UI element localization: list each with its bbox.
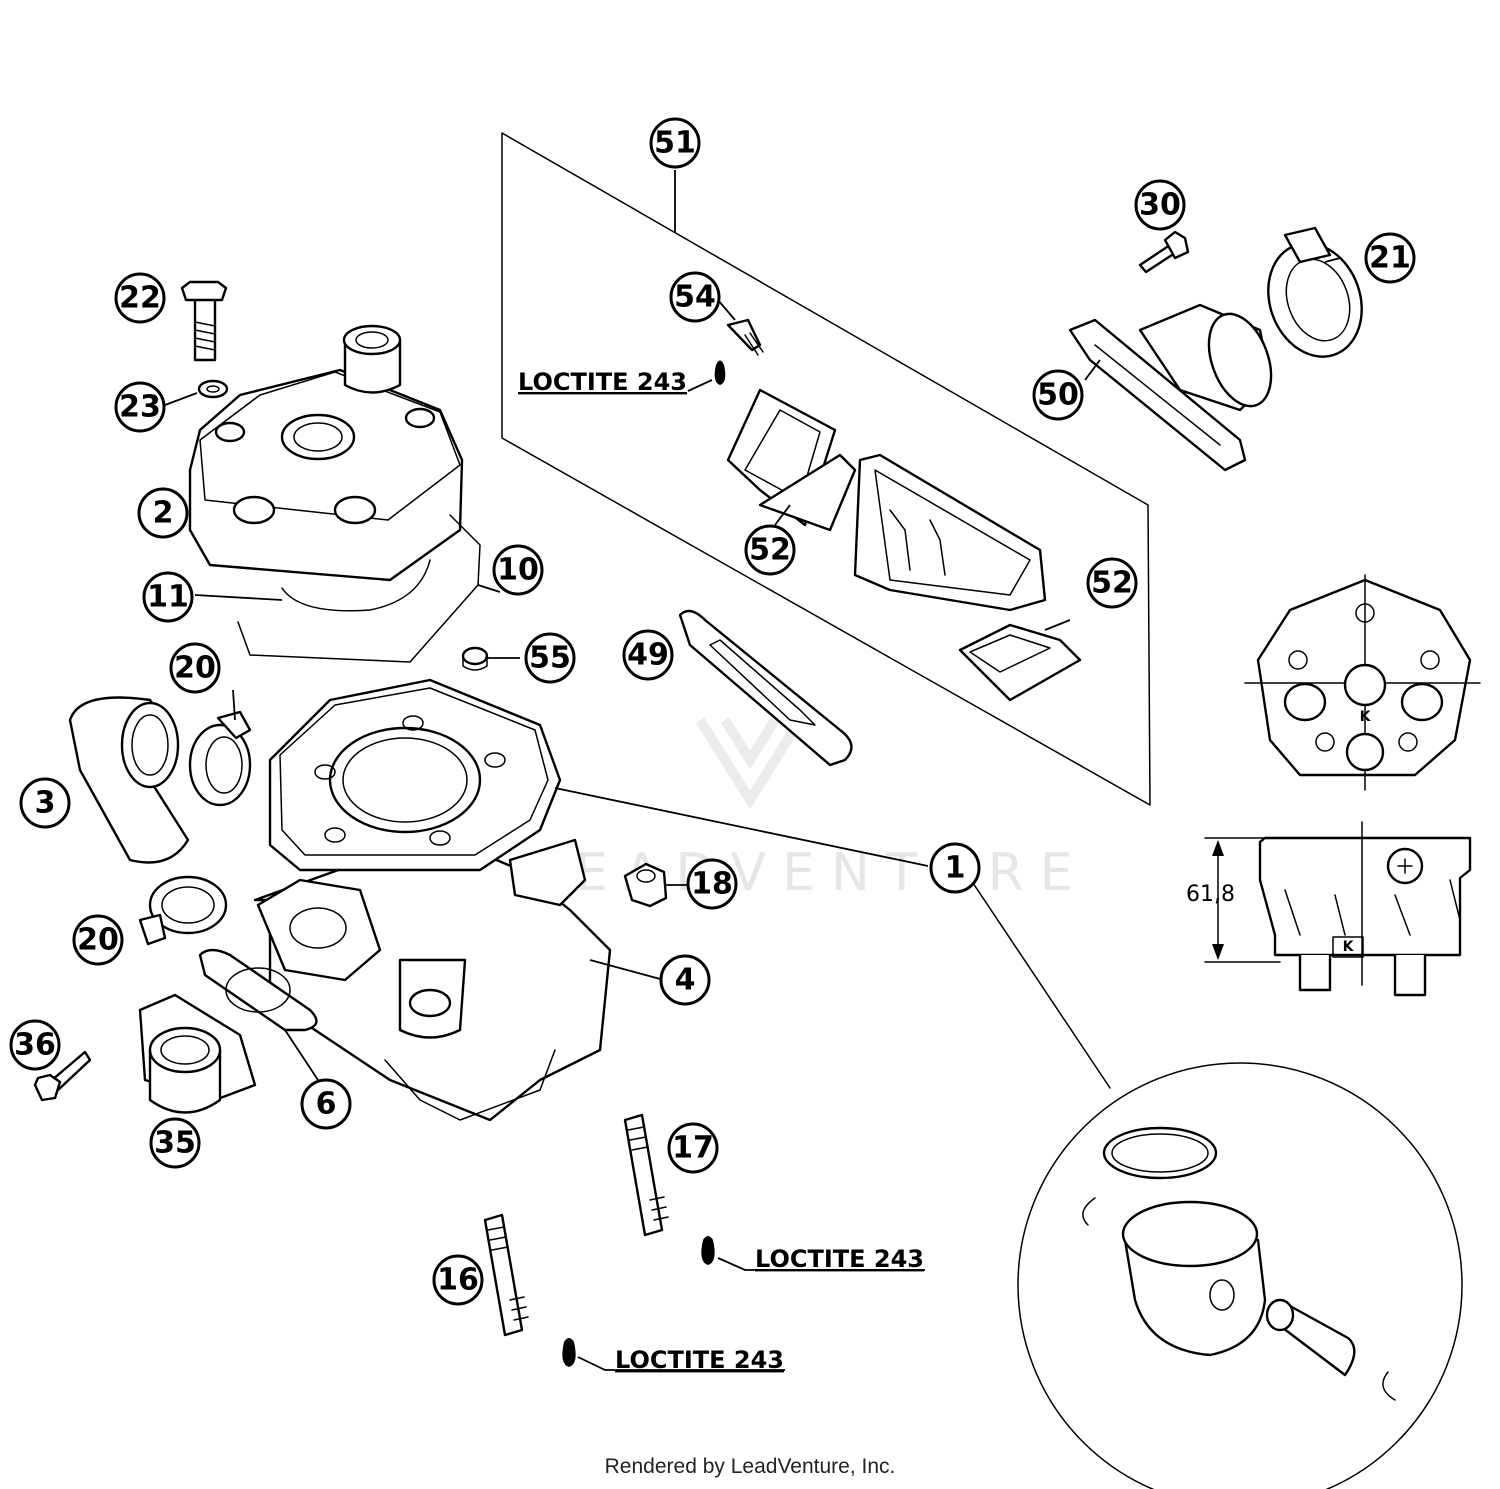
flange-bolt-36 xyxy=(33,1050,92,1102)
reed-screw-54 xyxy=(714,318,764,385)
callout-21[interactable]: 21 xyxy=(1364,232,1416,284)
callout-54[interactable]: 54 xyxy=(669,271,721,323)
svg-text:18: 18 xyxy=(691,867,733,902)
svg-text:35: 35 xyxy=(154,1126,196,1161)
svg-text:3: 3 xyxy=(35,786,56,821)
leader-lines xyxy=(164,170,1341,1371)
callout-52-lower[interactable]: 52 xyxy=(1086,557,1138,609)
callout-23[interactable]: 23 xyxy=(114,381,166,433)
svg-text:50: 50 xyxy=(1037,378,1079,413)
callout-55[interactable]: 55 xyxy=(524,632,576,684)
nut-18 xyxy=(623,862,668,908)
svg-text:36: 36 xyxy=(14,1028,56,1063)
callout-49[interactable]: 49 xyxy=(622,629,674,681)
svg-text:11: 11 xyxy=(147,580,189,615)
svg-text:10: 10 xyxy=(497,553,539,588)
svg-text:49: 49 xyxy=(627,638,669,673)
stud-17 xyxy=(623,1113,715,1265)
callout-52-upper[interactable]: 52 xyxy=(744,524,796,576)
svg-text:4: 4 xyxy=(675,963,696,998)
cylinder xyxy=(253,678,612,1122)
head-side-view: K 61,8 xyxy=(1186,821,1472,997)
callout-18[interactable]: 18 xyxy=(686,858,738,910)
cylinder-head xyxy=(188,324,464,582)
intake-clamp xyxy=(1267,226,1363,358)
svg-text:6: 6 xyxy=(316,1087,337,1122)
intake-gasket-49 xyxy=(678,609,853,767)
callout-17[interactable]: 17 xyxy=(667,1122,719,1174)
callout-36[interactable]: 36 xyxy=(9,1019,61,1071)
head-bolt xyxy=(180,280,228,362)
callout-6[interactable]: 6 xyxy=(300,1078,352,1130)
stud-16 xyxy=(483,1213,576,1367)
loctite-label-stud-17: LOCTITE 243 xyxy=(755,1245,924,1273)
manifold-screw-30 xyxy=(1138,230,1190,274)
hose-clamp-upper xyxy=(188,710,252,807)
intake-manifold xyxy=(1068,303,1273,472)
svg-text:54: 54 xyxy=(674,280,716,315)
svg-text:52: 52 xyxy=(749,533,791,568)
svg-text:20: 20 xyxy=(174,651,216,686)
svg-text:52: 52 xyxy=(1091,566,1133,601)
svg-text:17: 17 xyxy=(672,1131,714,1166)
watermark: LEADVENTURE xyxy=(530,717,1089,903)
callout-16[interactable]: 16 xyxy=(432,1254,484,1306)
piston-detail xyxy=(972,882,1463,1489)
callout-3[interactable]: 3 xyxy=(19,777,71,829)
callout-50[interactable]: 50 xyxy=(1032,369,1084,421)
svg-text:2: 2 xyxy=(153,496,174,531)
svg-text:16: 16 xyxy=(437,1263,479,1298)
footer-credit: Rendered by LeadVenture, Inc. xyxy=(604,1455,896,1478)
head-top-view: K xyxy=(1244,574,1481,791)
callout-22[interactable]: 22 xyxy=(114,272,166,324)
svg-text:20: 20 xyxy=(77,923,119,958)
reed-petal-upper xyxy=(726,388,857,532)
exhaust-gasket xyxy=(198,948,318,1032)
loctite-label-reed: LOCTITE 243 xyxy=(518,368,687,396)
dimension-label: 61,8 xyxy=(1186,882,1235,907)
loctite-label-stud-16: LOCTITE 243 xyxy=(615,1346,784,1374)
svg-text:1: 1 xyxy=(945,851,966,886)
svg-text:51: 51 xyxy=(654,126,696,161)
svg-text:22: 22 xyxy=(119,281,161,316)
svg-text:21: 21 xyxy=(1369,241,1411,276)
reed-valve-frame xyxy=(501,132,1151,806)
callout-51[interactable]: 51 xyxy=(649,117,701,169)
svg-text:30: 30 xyxy=(1139,188,1181,223)
hose-clamp-lower xyxy=(138,875,228,946)
callout-30[interactable]: 30 xyxy=(1134,179,1186,231)
callout-20-upper[interactable]: 20 xyxy=(169,642,221,694)
reed-petal-lower xyxy=(958,623,1082,702)
svg-text:23: 23 xyxy=(119,390,161,425)
reed-block xyxy=(853,453,1047,612)
k-mark-side: K xyxy=(1343,939,1355,955)
callout-10[interactable]: 10 xyxy=(492,544,544,596)
head-gasket-oring xyxy=(237,514,481,663)
callout-1[interactable]: 1 xyxy=(929,842,981,894)
callout-11[interactable]: 11 xyxy=(142,571,194,623)
exhaust-flange xyxy=(138,993,257,1114)
watermark-text: LEADVENTURE xyxy=(530,843,1089,903)
callout-2[interactable]: 2 xyxy=(137,487,189,539)
k-mark-top: K xyxy=(1360,709,1372,725)
water-hose xyxy=(68,696,190,864)
svg-text:55: 55 xyxy=(529,641,571,676)
head-washer xyxy=(197,379,229,399)
callout-35[interactable]: 35 xyxy=(149,1117,201,1169)
dowel-55 xyxy=(461,646,489,671)
callout-20-lower[interactable]: 20 xyxy=(72,914,124,966)
callout-4[interactable]: 4 xyxy=(659,954,711,1006)
